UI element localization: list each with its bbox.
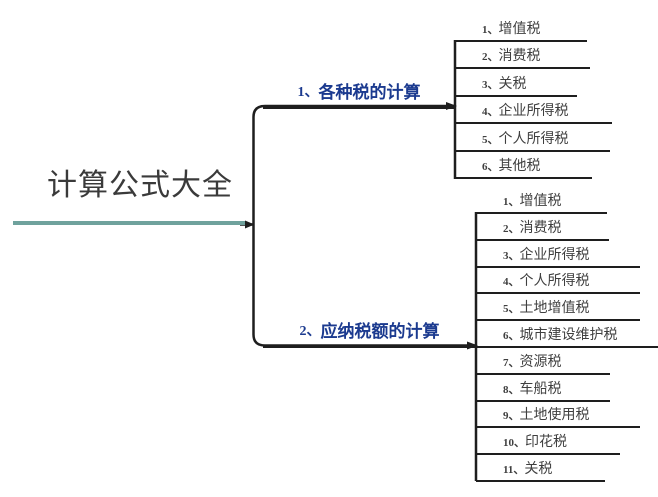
root-topic-underline xyxy=(13,221,245,225)
leaf-number: 2、 xyxy=(482,51,499,63)
leaf-label: 消费税 xyxy=(519,221,562,236)
branch-2-number: 2、 xyxy=(299,324,321,339)
leaf-number: 3、 xyxy=(482,79,499,91)
root-topic[interactable]: 计算公式大全 xyxy=(47,169,233,202)
leaf-number: 6、 xyxy=(482,161,499,173)
leaf-number: 11、 xyxy=(503,464,525,476)
leaf-number: 6、 xyxy=(503,330,520,342)
leaf-label: 车船税 xyxy=(519,382,562,397)
leaf-number: 9、 xyxy=(503,410,520,422)
leaf-number: 4、 xyxy=(482,106,499,118)
root-junction-nub xyxy=(245,220,255,229)
leaf-payable-7[interactable]: 7、资源税 xyxy=(476,352,610,375)
branch-topic-1[interactable]: 1、各种税的计算 xyxy=(263,72,455,109)
leaf-label: 资源税 xyxy=(519,355,562,370)
leaf-label: 土地使用税 xyxy=(519,408,590,423)
leaf-tax-calc-2[interactable]: 2、消费税 xyxy=(455,46,590,69)
leaf-label: 关税 xyxy=(524,462,553,477)
branch-1-number: 1、 xyxy=(297,85,319,100)
leaf-label: 个人所得税 xyxy=(498,132,569,147)
leaf-payable-11[interactable]: 11、关税 xyxy=(476,459,605,482)
leaf-tax-calc-1[interactable]: 1、增值税 xyxy=(455,19,587,42)
leaf-payable-5[interactable]: 5、土地增值税 xyxy=(476,298,640,321)
leaf-number: 1、 xyxy=(503,196,520,208)
branch-1-label: 各种税的计算 xyxy=(318,83,421,102)
leaf-label: 关税 xyxy=(498,77,527,92)
leaf-label: 印花税 xyxy=(525,435,567,450)
leaf-payable-1[interactable]: 1、增值税 xyxy=(476,191,607,214)
leaf-number: 2、 xyxy=(503,223,520,235)
leaf-number: 1、 xyxy=(482,24,499,36)
leaf-label: 其他税 xyxy=(498,159,541,174)
leaf-payable-8[interactable]: 8、车船税 xyxy=(476,379,610,402)
leaf-payable-4[interactable]: 4、个人所得税 xyxy=(476,271,640,294)
leaf-tax-calc-6[interactable]: 6、其他税 xyxy=(455,156,592,179)
leaf-number: 4、 xyxy=(503,276,520,288)
leaf-label: 消费税 xyxy=(498,49,541,64)
leaf-payable-9[interactable]: 9、土地使用税 xyxy=(476,405,640,428)
leaf-number: 3、 xyxy=(503,250,520,262)
leaf-number: 7、 xyxy=(503,357,520,369)
leaf-label: 土地增值税 xyxy=(519,301,590,316)
leaf-label: 增值税 xyxy=(498,22,541,37)
branch-2-label: 应纳税额的计算 xyxy=(320,322,440,341)
leaf-label: 个人所得税 xyxy=(519,274,590,289)
leaf-payable-2[interactable]: 2、消费税 xyxy=(476,218,609,241)
leaf-number: 8、 xyxy=(503,384,520,396)
leaf-tax-calc-5[interactable]: 5、个人所得税 xyxy=(455,129,610,152)
branch-topic-2[interactable]: 2、应纳税额的计算 xyxy=(263,309,476,348)
leaf-number: 10、 xyxy=(503,437,525,449)
leaf-tax-calc-3[interactable]: 3、关税 xyxy=(455,74,577,97)
leaf-label: 企业所得税 xyxy=(519,248,590,263)
leaf-tax-calc-4[interactable]: 4、企业所得税 xyxy=(455,101,612,124)
leaf-label: 城市建设维护税 xyxy=(519,328,618,343)
leaf-payable-6[interactable]: 6、城市建设维护税 xyxy=(476,325,658,348)
leaf-label: 增值税 xyxy=(519,194,562,209)
leaf-number: 5、 xyxy=(482,134,499,146)
leaf-label: 企业所得税 xyxy=(498,104,569,119)
leaf-number: 5、 xyxy=(503,303,520,315)
leaf-payable-3[interactable]: 3、企业所得税 xyxy=(476,245,640,268)
leaf-payable-10[interactable]: 10、印花税 xyxy=(476,432,620,455)
